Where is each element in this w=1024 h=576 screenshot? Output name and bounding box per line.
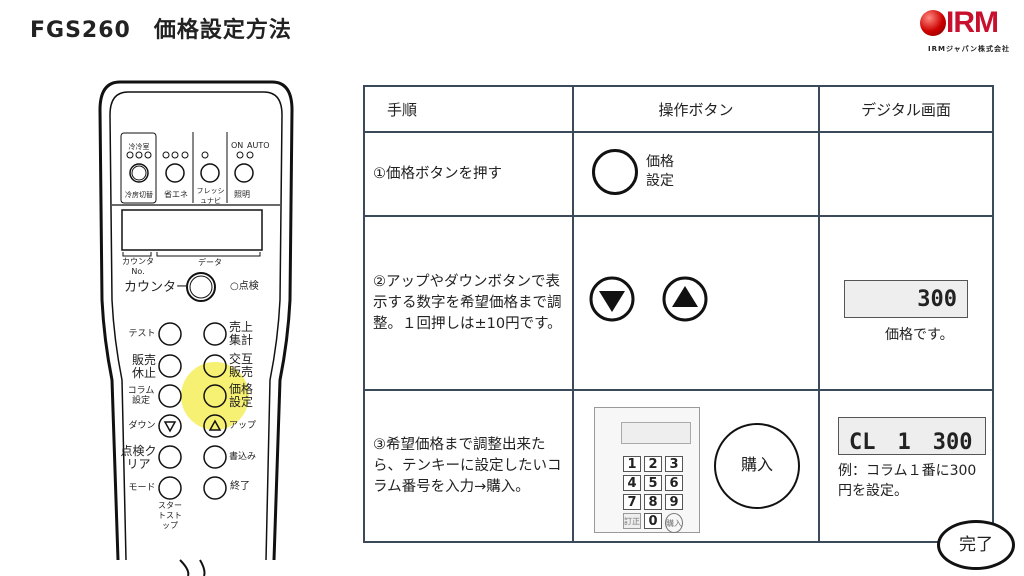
column-example-note: 例：コラム１番に300円を設定。 xyxy=(838,463,977,499)
counter-no-label: カウンタ No. xyxy=(122,257,154,276)
fresh-navi-label: フレッシュナビ xyxy=(196,187,225,205)
light-auto-label: AUTO xyxy=(247,141,270,150)
price-setting-label[interactable]: 価格設定 xyxy=(229,382,254,409)
up-button-icon xyxy=(662,276,708,322)
light-label: 照明 xyxy=(234,190,250,199)
page-title: FGS260 価格設定方法 xyxy=(30,18,292,43)
logo-subtitle: IRMジャパン株式会社 xyxy=(928,45,1010,53)
key-0[interactable]: 0 xyxy=(644,513,662,529)
step-2-display-cell: 300 価格です。 xyxy=(818,215,994,391)
logo-text: IRM xyxy=(946,6,999,39)
step-3-display-cell: CL 1 300 例：コラム１番に300円を設定。 xyxy=(818,389,994,543)
digital-display-column-price: CL 1 300 xyxy=(838,417,986,455)
test-label: テスト xyxy=(128,329,156,339)
key-3[interactable]: 3 xyxy=(665,456,683,472)
key-correct[interactable]: 訂正 xyxy=(623,513,641,529)
step-1-display-cell xyxy=(818,131,994,217)
header-step: 手順 xyxy=(363,85,574,133)
step-1-button-cell: 価格 設定 xyxy=(572,131,820,217)
data-label: データ xyxy=(198,258,222,267)
keypad-keys: 1 2 3 4 5 6 7 8 9 訂正 0 購入 xyxy=(623,456,683,533)
start-stop-label: スタートストップ xyxy=(158,501,182,530)
logo-mark xyxy=(920,10,946,36)
cooling-switch-label: 冷房切替 xyxy=(125,191,153,199)
step-2-button-cell xyxy=(572,215,820,391)
mode-label: モード xyxy=(128,483,156,493)
alternate-sales-label: 交互販売 xyxy=(229,352,254,379)
header-display: デジタル画面 xyxy=(818,85,994,133)
procedure-table: 手順 操作ボタン デジタル画面 ①価格ボタンを押す 価格 設定 ②アップやダウン… xyxy=(363,85,994,543)
down-up-buttons xyxy=(589,276,708,322)
key-7[interactable]: 7 xyxy=(623,494,641,510)
header-button: 操作ボタン xyxy=(572,85,820,133)
sales-total-label: 売上集計 xyxy=(229,320,254,347)
step-2: ②アップやダウンボタンで表示する数字を希望価格まで調整。１回押しは±10円です。 xyxy=(363,215,574,391)
price-button-label: 価格 設定 xyxy=(646,154,674,189)
eco-label: 省エネ xyxy=(164,190,188,199)
price-button-icon xyxy=(592,149,638,195)
end-label: 終了 xyxy=(230,481,250,492)
up-label: アップ xyxy=(229,421,257,431)
check-label: ○点検 xyxy=(230,281,259,292)
down-button-icon xyxy=(589,276,635,322)
step-1: ①価格ボタンを押す xyxy=(363,131,574,217)
keypad-display xyxy=(621,422,691,444)
cooling-mode-label: 冷冷室 xyxy=(128,143,150,151)
step-3-button-cell: 1 2 3 4 5 6 7 8 9 訂正 0 購入 購入 xyxy=(572,389,820,543)
key-1[interactable]: 1 xyxy=(623,456,641,472)
light-on-label: ON xyxy=(231,141,244,150)
buy-button: 購入 xyxy=(714,423,800,509)
done-badge: 完了 xyxy=(937,520,1015,570)
key-4[interactable]: 4 xyxy=(623,475,641,491)
keypad-panel: 1 2 3 4 5 6 7 8 9 訂正 0 購入 xyxy=(594,407,700,533)
step-3: ③希望価格まで調整出来たら、テンキーに設定したいコラム番号を入力→購入。 xyxy=(363,389,574,543)
down-label: ダウン xyxy=(128,421,156,431)
check-clear-label: 点検クリア xyxy=(120,444,157,471)
remote-outline xyxy=(98,80,294,576)
write-label: 書込み xyxy=(229,452,257,462)
key-8[interactable]: 8 xyxy=(644,494,662,510)
price-note: 価格です。 xyxy=(885,327,954,343)
key-6[interactable]: 6 xyxy=(665,475,683,491)
column-setting-label: コラム設定 xyxy=(127,386,155,406)
irm-logo: IRM IRMジャパン株式会社 xyxy=(920,6,1012,53)
keypad-buy-button[interactable]: 購入 xyxy=(665,513,683,533)
counter-label: カウンター xyxy=(124,280,190,295)
key-9[interactable]: 9 xyxy=(665,494,683,510)
key-5[interactable]: 5 xyxy=(644,475,662,491)
digital-display-price: 300 xyxy=(844,280,968,318)
key-2[interactable]: 2 xyxy=(644,456,662,472)
sales-stop-label: 販売休止 xyxy=(132,353,157,380)
